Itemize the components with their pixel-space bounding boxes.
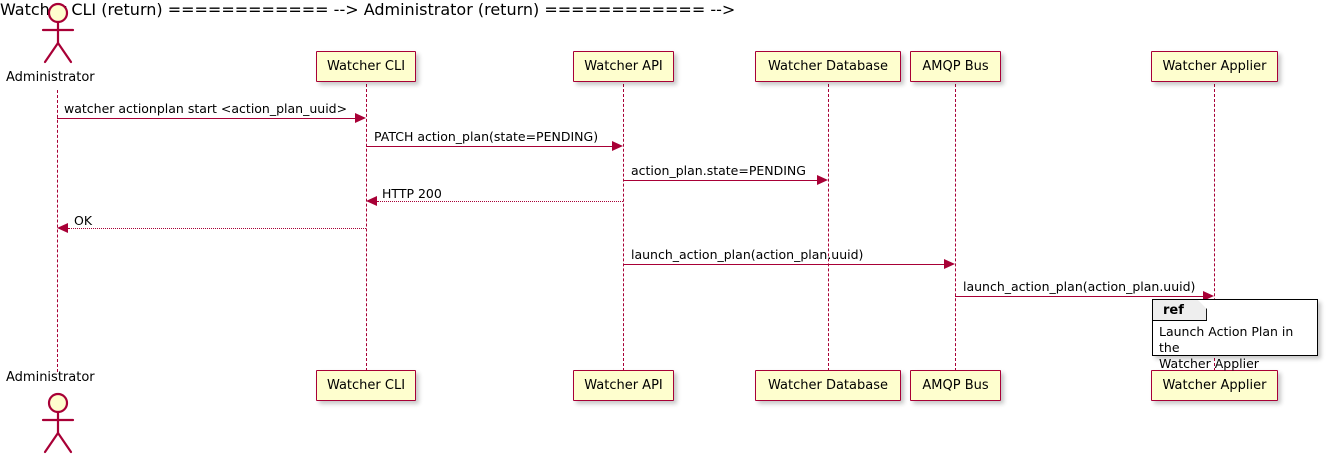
participant-watcher-database-bottom[interactable]: Watcher Database — [755, 370, 901, 401]
participant-watcher-cli-top[interactable]: Watcher CLI — [316, 51, 416, 82]
arrow-head-ok — [57, 223, 68, 233]
ref-fragment-tab-label: ref — [1153, 300, 1207, 321]
ref-fragment[interactable]: ref Launch Action Plan in the Watcher Ap… — [1152, 299, 1318, 371]
lifeline-watcher-database — [828, 84, 829, 371]
participant-watcher-api-bottom[interactable]: Watcher API — [573, 370, 674, 401]
participant-watcher-applier-bottom[interactable]: Watcher Applier — [1151, 370, 1278, 401]
actor-administrator-top — [32, 2, 84, 64]
message-label-watcher-actionplan-start: watcher actionplan start <action_plan_uu… — [64, 101, 348, 116]
message-line-watcher-actionplan-start — [57, 118, 355, 119]
message-line-launch-action-plan-bus-to-applier — [955, 296, 1203, 297]
arrow-head-http-200 — [366, 196, 377, 206]
arrow-head-patch-action-plan — [612, 141, 623, 151]
ref-fragment-body-line-1: Launch Action Plan in the — [1159, 324, 1294, 355]
message-line-ok — [68, 228, 366, 229]
arrow-head-action-plan-state-pending — [817, 175, 828, 185]
ref-fragment-body: Launch Action Plan in the Watcher Applie… — [1159, 324, 1313, 372]
message-line-launch-action-plan-api-to-bus — [623, 264, 944, 265]
arrow-head-launch-action-plan-bus-to-applier — [1203, 291, 1214, 301]
message-label-launch-action-plan-bus-to-applier: launch_action_plan(action_plan.uuid) — [963, 279, 1196, 294]
participant-amqp-bus-top[interactable]: AMQP Bus — [910, 51, 1001, 82]
participant-watcher-cli-bottom[interactable]: Watcher CLI — [316, 370, 416, 401]
arrow-head-launch-action-plan-api-to-bus — [944, 259, 955, 269]
message-line-http-200 — [377, 201, 623, 202]
message-label-launch-action-plan-api-to-bus: launch_action_plan(action_plan.uuid) — [631, 247, 864, 262]
arrow-head-watcher-actionplan-start — [355, 113, 366, 123]
message-line-action-plan-state-pending — [623, 180, 817, 181]
lifeline-watcher-api — [623, 84, 624, 371]
actor-icon — [41, 2, 75, 64]
message-label-patch-action-plan: PATCH action_plan(state=PENDING) — [374, 129, 599, 144]
actor-label-administrator-top: Administrator — [6, 70, 95, 85]
actor-icon — [41, 392, 75, 454]
participant-watcher-database-top[interactable]: Watcher Database — [755, 51, 901, 82]
actor-administrator-bottom — [32, 392, 84, 454]
message-line-patch-action-plan — [366, 146, 612, 147]
ref-fragment-body-line-2: Watcher Applier — [1159, 356, 1259, 371]
lifeline-watcher-applier — [1214, 84, 1215, 371]
actor-label-administrator-bottom: Administrator — [6, 370, 95, 385]
lifeline-amqp-bus — [955, 84, 956, 371]
message-label-action-plan-state-pending: action_plan.state=PENDING — [631, 163, 806, 178]
lifeline-watcher-cli — [366, 84, 367, 371]
message-label-http-200: HTTP 200 — [382, 186, 442, 201]
message-label-ok: OK — [74, 213, 93, 228]
participant-watcher-applier-top[interactable]: Watcher Applier — [1151, 51, 1278, 82]
participant-watcher-api-top[interactable]: Watcher API — [573, 51, 674, 82]
participant-amqp-bus-bottom[interactable]: AMQP Bus — [910, 370, 1001, 401]
